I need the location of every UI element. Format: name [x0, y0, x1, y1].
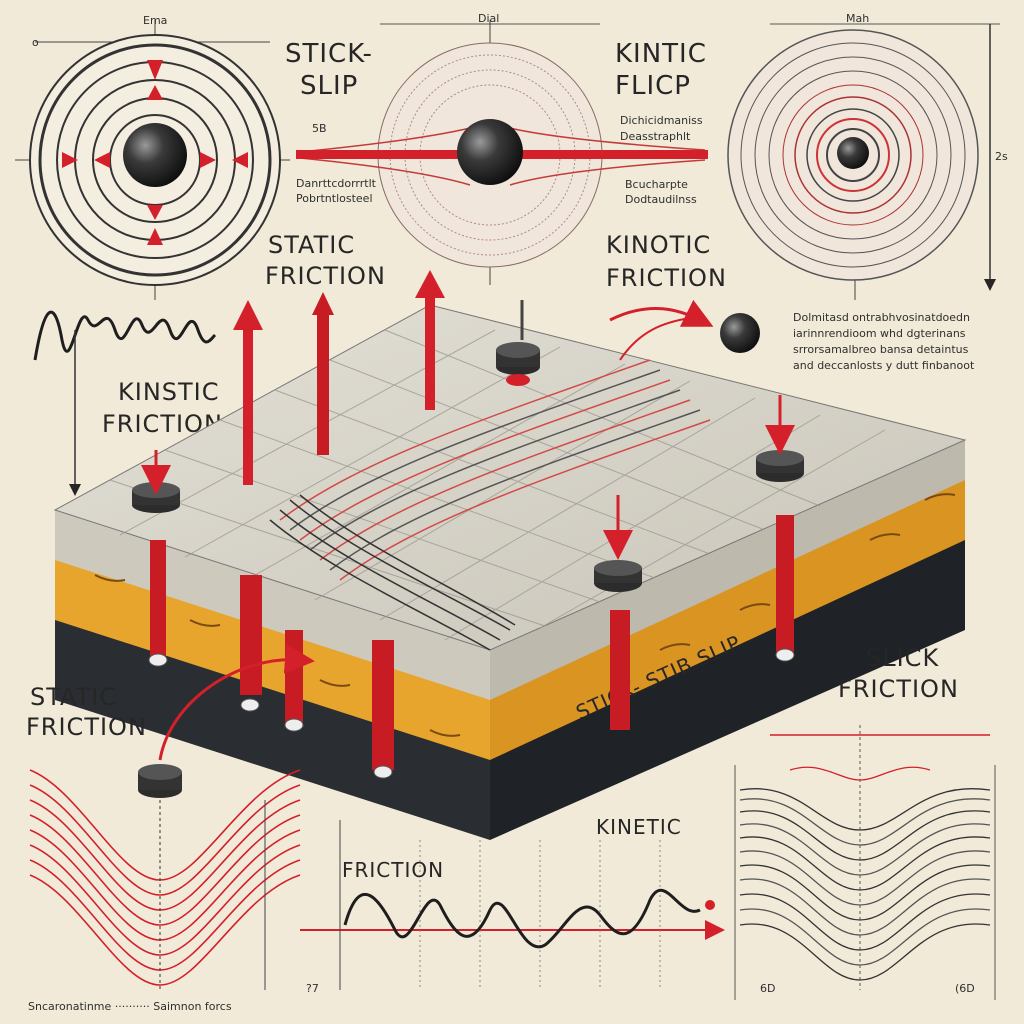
static-friction-bottom-l1: STATIC — [30, 683, 117, 711]
kinotic-friction-mid-l1: KINOTIC — [606, 231, 711, 259]
top-circle-2-label: Dial — [478, 12, 499, 25]
ball-center — [457, 119, 523, 185]
slick-friction-l2: FRICTION — [838, 675, 959, 703]
bottom-left-wave-bundle — [29, 769, 301, 990]
bottom-right-right-label: (6D — [955, 982, 975, 995]
slick-friction-l1: SLICK — [866, 644, 939, 672]
upward-force-arrows — [233, 270, 445, 485]
kinetic-flip-line2: FLICP — [615, 71, 691, 101]
svg-text:Pobrtntlosteel: Pobrtntlosteel — [296, 192, 373, 205]
graph-axis-start: ?7 — [306, 982, 319, 995]
svg-text:and deccanlosts y dutt finbano: and deccanlosts y dutt finbanoot — [793, 359, 975, 372]
ball — [123, 123, 187, 187]
static-friction-mid-l1: STATIC — [268, 231, 355, 259]
left-sine-wave — [33, 310, 217, 496]
ball-ring — [837, 137, 869, 169]
graph-kinetic-label: KINETIC — [596, 815, 682, 839]
stick-slip-line2: SLIP — [300, 71, 358, 101]
svg-text:Deasstraphlt: Deasstraphlt — [620, 130, 691, 143]
svg-text:Dodtaudilnss: Dodtaudilnss — [625, 193, 697, 206]
red-support-rods — [148, 515, 795, 779]
bottom-center-friction-graph: FRICTION KINETIC ?7 — [300, 815, 725, 995]
svg-text:5B: 5B — [312, 122, 327, 135]
bottom-caption: Sncaronatinme ·········· Saimnon forcs — [28, 1000, 232, 1013]
top-right-ring-diagram: Mah 2s — [727, 12, 1008, 300]
svg-text:Bcucharpte: Bcucharpte — [625, 178, 688, 191]
static-friction-mid-l2: FRICTION — [265, 262, 386, 290]
top-circle-1-label: Ema — [143, 14, 167, 27]
graph-friction-label: FRICTION — [342, 858, 444, 882]
top-left-target-diagram: Ema o — [15, 14, 290, 300]
svg-text:srrorsamalbreo bansa detaintus: srrorsamalbreo bansa detaintus — [793, 343, 969, 356]
kinetic-flip-line1: KINTIC — [615, 39, 707, 69]
kinotic-friction-mid-l2: FRICTION — [606, 264, 727, 292]
svg-text:Dichicidmaniss: Dichicidmaniss — [620, 114, 703, 127]
svg-text:Danrttcdorrrtlt: Danrttcdorrrtlt — [296, 177, 377, 190]
bottom-right-wave-panel: 6D (6D — [734, 725, 996, 1000]
svg-text:o: o — [32, 36, 39, 49]
pucks — [132, 300, 804, 798]
svg-text:iarinnrendioom whd dgterinans: iarinnrendioom whd dgterinans — [793, 327, 966, 340]
static-friction-bottom-l2: FRICTION — [26, 713, 147, 741]
right-axis-mark: 2s — [995, 150, 1008, 163]
stick-slip-line1: STICK- — [285, 39, 373, 69]
top-center-disc-diagram: Dial — [296, 12, 708, 285]
top-circle-3-label: Mah — [846, 12, 869, 25]
scribble-notes-right: Dolmitasd ontrabhvosinatdoedn iarinnrend… — [793, 311, 975, 372]
scribble-notes-center: 5B Dichicidmaniss Deasstraphlt Danrttcdo… — [296, 114, 703, 206]
kinstic-friction-l1: KINSTIC — [118, 378, 220, 406]
svg-text:Dolmitasd ontrabhvosinatdoedn: Dolmitasd ontrabhvosinatdoedn — [793, 311, 970, 324]
bottom-right-left-label: 6D — [760, 982, 775, 995]
